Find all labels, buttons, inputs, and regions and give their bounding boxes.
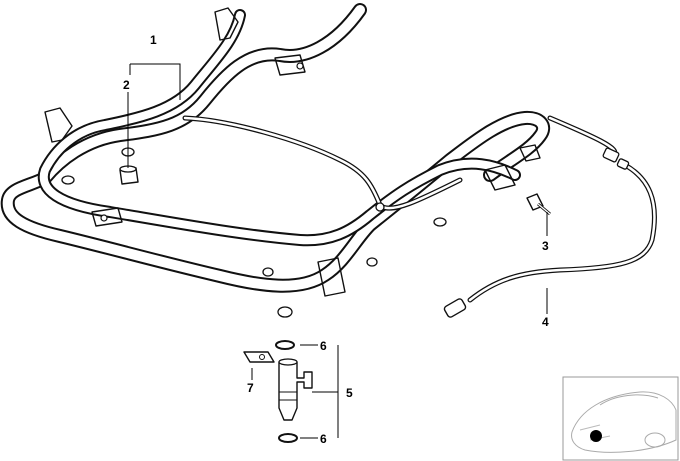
fuel-hose [443, 115, 657, 318]
injector-part [278, 358, 313, 421]
callout-6-top: 6 [320, 339, 327, 353]
callout-7: 7 [247, 381, 254, 395]
o-ring-parts [275, 340, 298, 443]
callout-5: 5 [346, 386, 353, 400]
bolt-part [526, 193, 551, 216]
vehicle-location-thumbnail [562, 376, 679, 461]
callout-4: 4 [542, 315, 549, 329]
plug-part [119, 165, 139, 185]
callout-3: 3 [542, 239, 549, 253]
callout-6-bottom: 6 [320, 432, 327, 446]
clip-part [243, 351, 275, 363]
fuel-rail-assembly [0, 3, 551, 318]
callout-2: 2 [123, 78, 130, 92]
leader-lines [127, 63, 548, 439]
location-dot-icon [590, 430, 602, 442]
callout-1: 1 [150, 33, 157, 47]
callout-labels: 1 2 3 4 5 6 6 7 [123, 33, 549, 446]
